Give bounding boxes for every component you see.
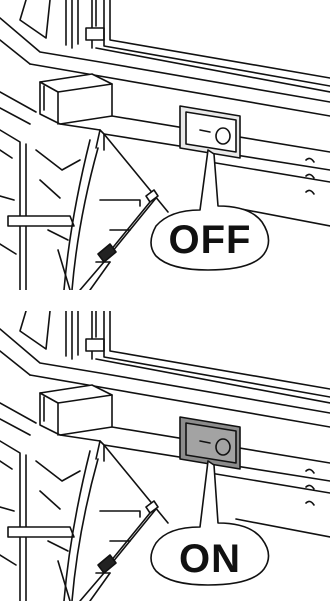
rocker-switch	[180, 417, 240, 469]
rocker-switch	[180, 106, 240, 158]
cable-probe	[80, 190, 158, 290]
diagram-panel-on: ON	[0, 311, 330, 601]
diagram-panel-off: OFF	[0, 0, 330, 290]
frame-cage	[0, 130, 140, 290]
button-block	[40, 385, 112, 435]
vent-slots	[306, 469, 314, 505]
off-label: OFF	[150, 220, 270, 260]
vent-slots	[306, 158, 314, 194]
frame-cage	[0, 441, 140, 601]
button-block	[40, 74, 112, 124]
on-label: ON	[150, 539, 270, 579]
cable-probe	[80, 501, 158, 601]
